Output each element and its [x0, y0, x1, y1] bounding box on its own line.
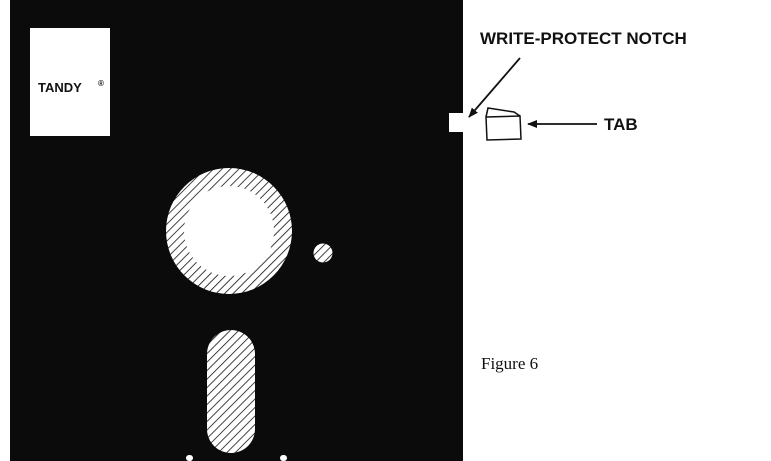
bottom-notch-left [186, 455, 193, 461]
index-hole [313, 243, 333, 263]
read-write-slot [207, 330, 255, 453]
callout-tab-label: TAB [604, 115, 638, 134]
disk-brand-text: TANDY [38, 80, 82, 95]
bottom-notch-right [280, 455, 287, 461]
disk-brand-mark: ® [98, 79, 104, 88]
write-protect-notch [449, 113, 464, 132]
write-protect-tab [485, 107, 522, 141]
figure-caption: Figure 6 [481, 354, 538, 373]
disk-label [30, 28, 110, 136]
callout-notch-arrow [468, 57, 521, 118]
spindle-hole [184, 186, 274, 276]
callout-notch-label: WRITE-PROTECT NOTCH [480, 29, 687, 48]
